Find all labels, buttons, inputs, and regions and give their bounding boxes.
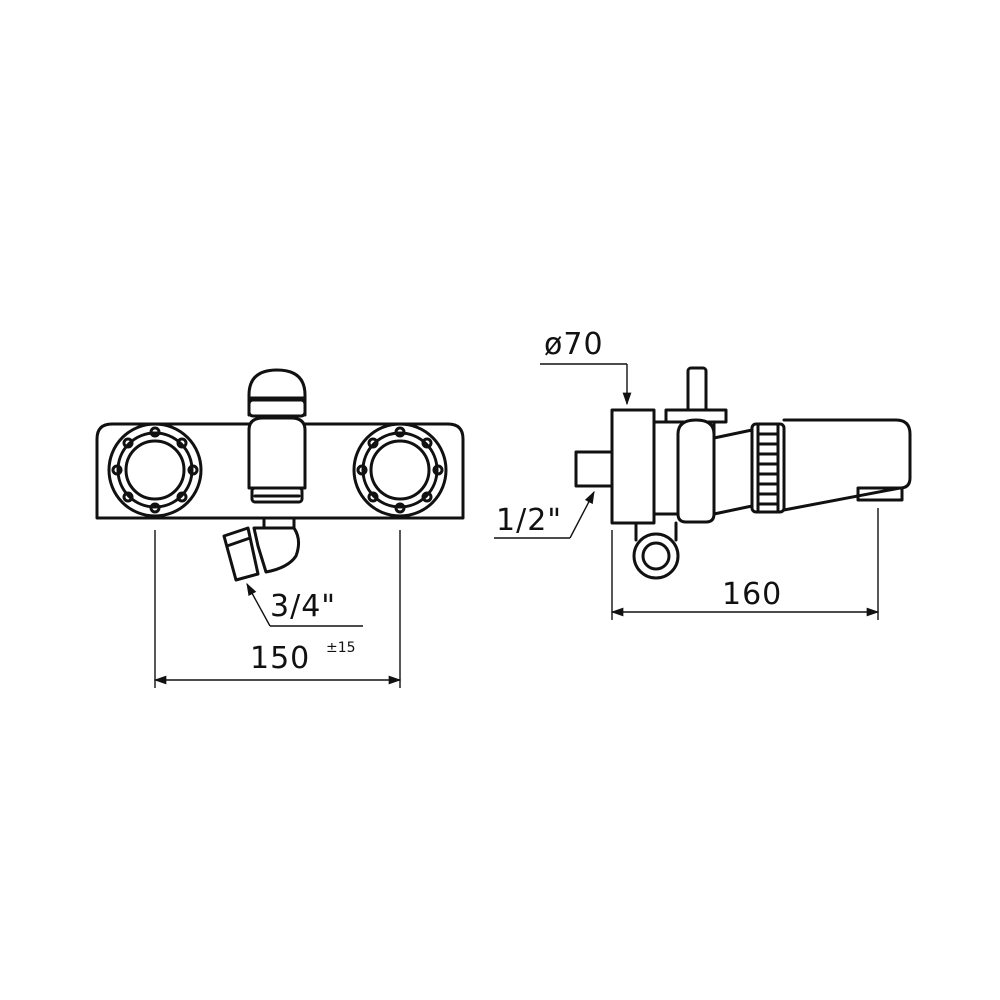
wall-flange: [610, 408, 656, 525]
side-lever: [664, 366, 728, 424]
depth-label: 160: [722, 577, 782, 612]
right-handle: [352, 422, 448, 518]
side-cartridge: [676, 418, 716, 524]
left-handle: [107, 422, 203, 518]
side-ring: [750, 422, 786, 514]
front-body: [95, 422, 465, 520]
side-spout: [712, 428, 754, 516]
outlet-thread-callout: 1/2": [494, 490, 595, 539]
front-view: 150 ±15 3/4": [95, 368, 465, 688]
side-view: ø70 1/2" 160: [494, 327, 912, 620]
diameter-callout: ø70: [540, 327, 632, 406]
left-handle-bolts: [111, 426, 199, 514]
diverter-knob: [247, 368, 307, 418]
width-tolerance: ±15: [326, 640, 356, 656]
wall-stub: [574, 450, 614, 488]
inlet-pipe: [222, 516, 301, 582]
depth-dimension: 160: [610, 508, 880, 620]
right-handle-bolts: [356, 426, 444, 514]
diameter-label: ø70: [544, 327, 604, 362]
bottom-fitting: [632, 521, 680, 580]
inlet-thread-label: 3/4": [270, 589, 336, 624]
width-label: 150: [250, 641, 310, 676]
outlet-thread-label: 1/2": [496, 503, 562, 538]
width-dimension: 150 ±15: [153, 530, 402, 688]
central-cartridge: [247, 416, 307, 504]
inlet-thread-callout: 3/4": [246, 582, 363, 627]
